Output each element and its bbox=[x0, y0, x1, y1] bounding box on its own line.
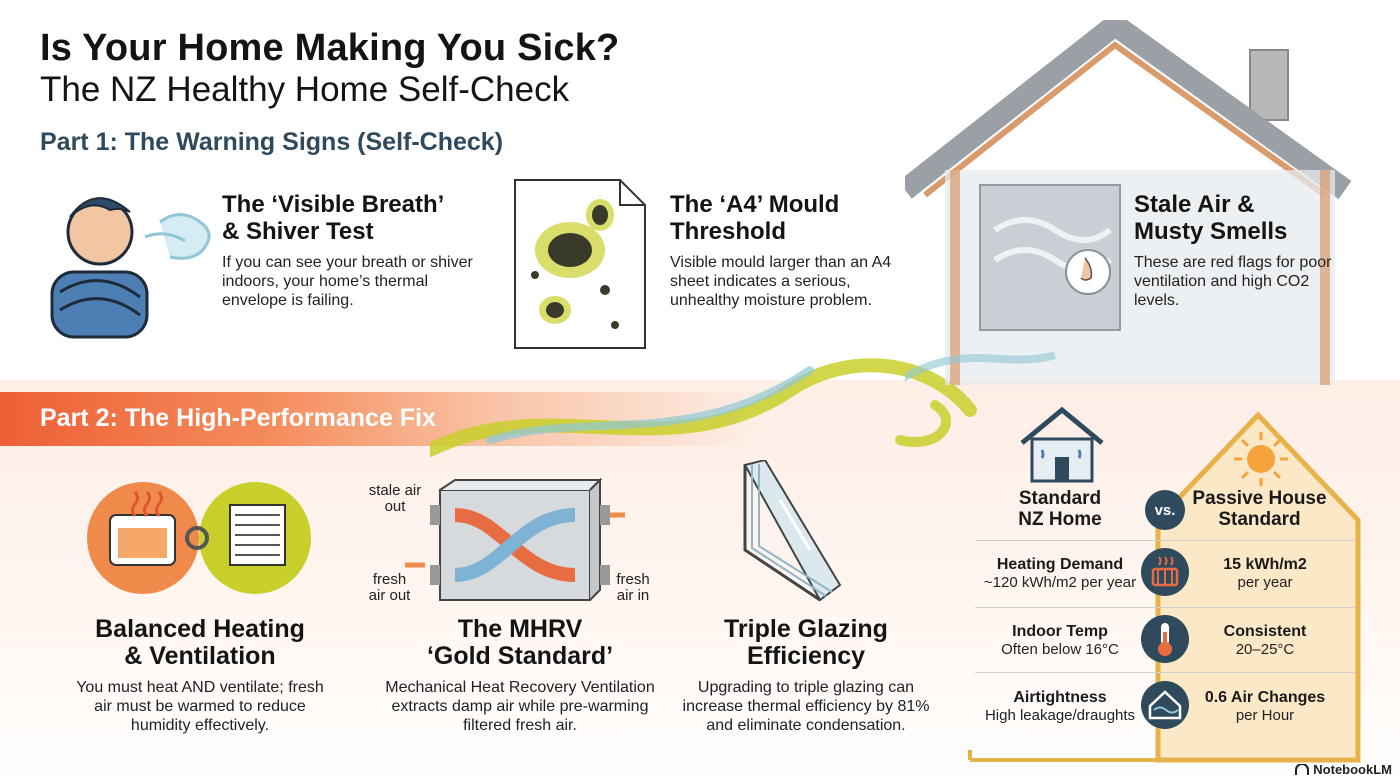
fix-title: Triple Glazing Efficiency bbox=[724, 615, 888, 670]
part2-banner bbox=[0, 392, 760, 446]
comparison-divider bbox=[975, 672, 1355, 673]
card-title: The ‘Visible Breath’ & Shiver Test bbox=[222, 191, 445, 245]
triple-glazing-icon bbox=[743, 460, 842, 602]
brand-watermark: NotebookLM bbox=[1295, 762, 1392, 777]
part1-heading: Part 1: The Warning Signs (Self-Check) bbox=[40, 128, 504, 156]
mhrv-unit-icon bbox=[405, 477, 625, 601]
warning-card-stale-air: Stale Air & Musty Smells These are red f… bbox=[1134, 191, 1334, 310]
shivering-person-icon bbox=[50, 197, 211, 339]
damp-house-illustration bbox=[905, 20, 1352, 385]
card-body: If you can see your breath or shiver ind… bbox=[222, 254, 473, 309]
card-body: Visible mould larger than an A4 sheet in… bbox=[670, 254, 892, 309]
row-temp-standard: Indoor Temp Often below 16°C bbox=[1001, 623, 1119, 658]
air-leak-house-icon bbox=[1141, 681, 1189, 729]
fix-card-mhrv: The MHRV ‘Gold Standard’ Mechanical Heat… bbox=[375, 616, 665, 735]
label-stale-air-out: stale air out bbox=[368, 482, 422, 515]
fix-card-balanced: Balanced Heating & Ventilation You must … bbox=[70, 616, 330, 735]
page-title: Is Your Home Making You Sick? bbox=[40, 27, 620, 69]
heater-icon bbox=[1141, 548, 1189, 596]
sun-icon bbox=[1234, 432, 1288, 486]
part2-heading: Part 2: The High-Performance Fix bbox=[40, 404, 436, 432]
comparison-divider bbox=[975, 607, 1355, 608]
row-heating-passive: 15 kWh/m2 per year bbox=[1223, 556, 1307, 591]
card-body: These are red flags for poor ventilation… bbox=[1134, 254, 1332, 309]
comparison-divider bbox=[975, 540, 1355, 541]
fix-card-glazing: Triple Glazing Efficiency Upgrading to t… bbox=[670, 616, 942, 735]
passive-house-heading: Passive House Standard bbox=[1192, 488, 1327, 530]
fix-title: Balanced Heating & Ventilation bbox=[95, 615, 305, 670]
card-title: Stale Air & Musty Smells bbox=[1134, 191, 1288, 245]
fix-body: Mechanical Heat Recovery Ventilation ext… bbox=[385, 679, 655, 734]
fix-body: Upgrading to triple glazing can increase… bbox=[682, 679, 930, 734]
warning-card-mould: The ‘A4’ Mould Threshold Visible mould l… bbox=[670, 191, 900, 310]
standard-home-heading: Standard NZ Home bbox=[1018, 488, 1102, 530]
fix-body: You must heat AND ventilate; fresh air m… bbox=[76, 679, 324, 734]
card-title: The ‘A4’ Mould Threshold bbox=[670, 191, 840, 245]
row-airtightness-passive: 0.6 Air Changes per Hour bbox=[1204, 689, 1326, 724]
thermometer-icon bbox=[1141, 615, 1189, 663]
label-fresh-air-out: fresh air out bbox=[368, 571, 411, 604]
row-airtightness-standard: Airtightness High leakage/draughts bbox=[984, 689, 1136, 724]
warning-card-breath: The ‘Visible Breath’ & Shiver Test If yo… bbox=[222, 191, 482, 310]
row-heating-standard: Heating Demand ~120 kWh/m2 per year bbox=[983, 556, 1137, 591]
vs-badge: vs. bbox=[1145, 490, 1185, 530]
fix-title: The MHRV ‘Gold Standard’ bbox=[426, 615, 614, 670]
row-temp-passive: Consistent 20–25°C bbox=[1223, 623, 1307, 658]
label-fresh-air-in: fresh air in bbox=[616, 571, 650, 604]
notebooklm-logo-icon bbox=[1295, 763, 1310, 775]
page-subtitle: The NZ Healthy Home Self-Check bbox=[40, 70, 570, 109]
standard-house-icon bbox=[1020, 406, 1104, 483]
mouldy-paper-icon bbox=[514, 179, 646, 349]
heater-vent-icon bbox=[87, 482, 311, 594]
